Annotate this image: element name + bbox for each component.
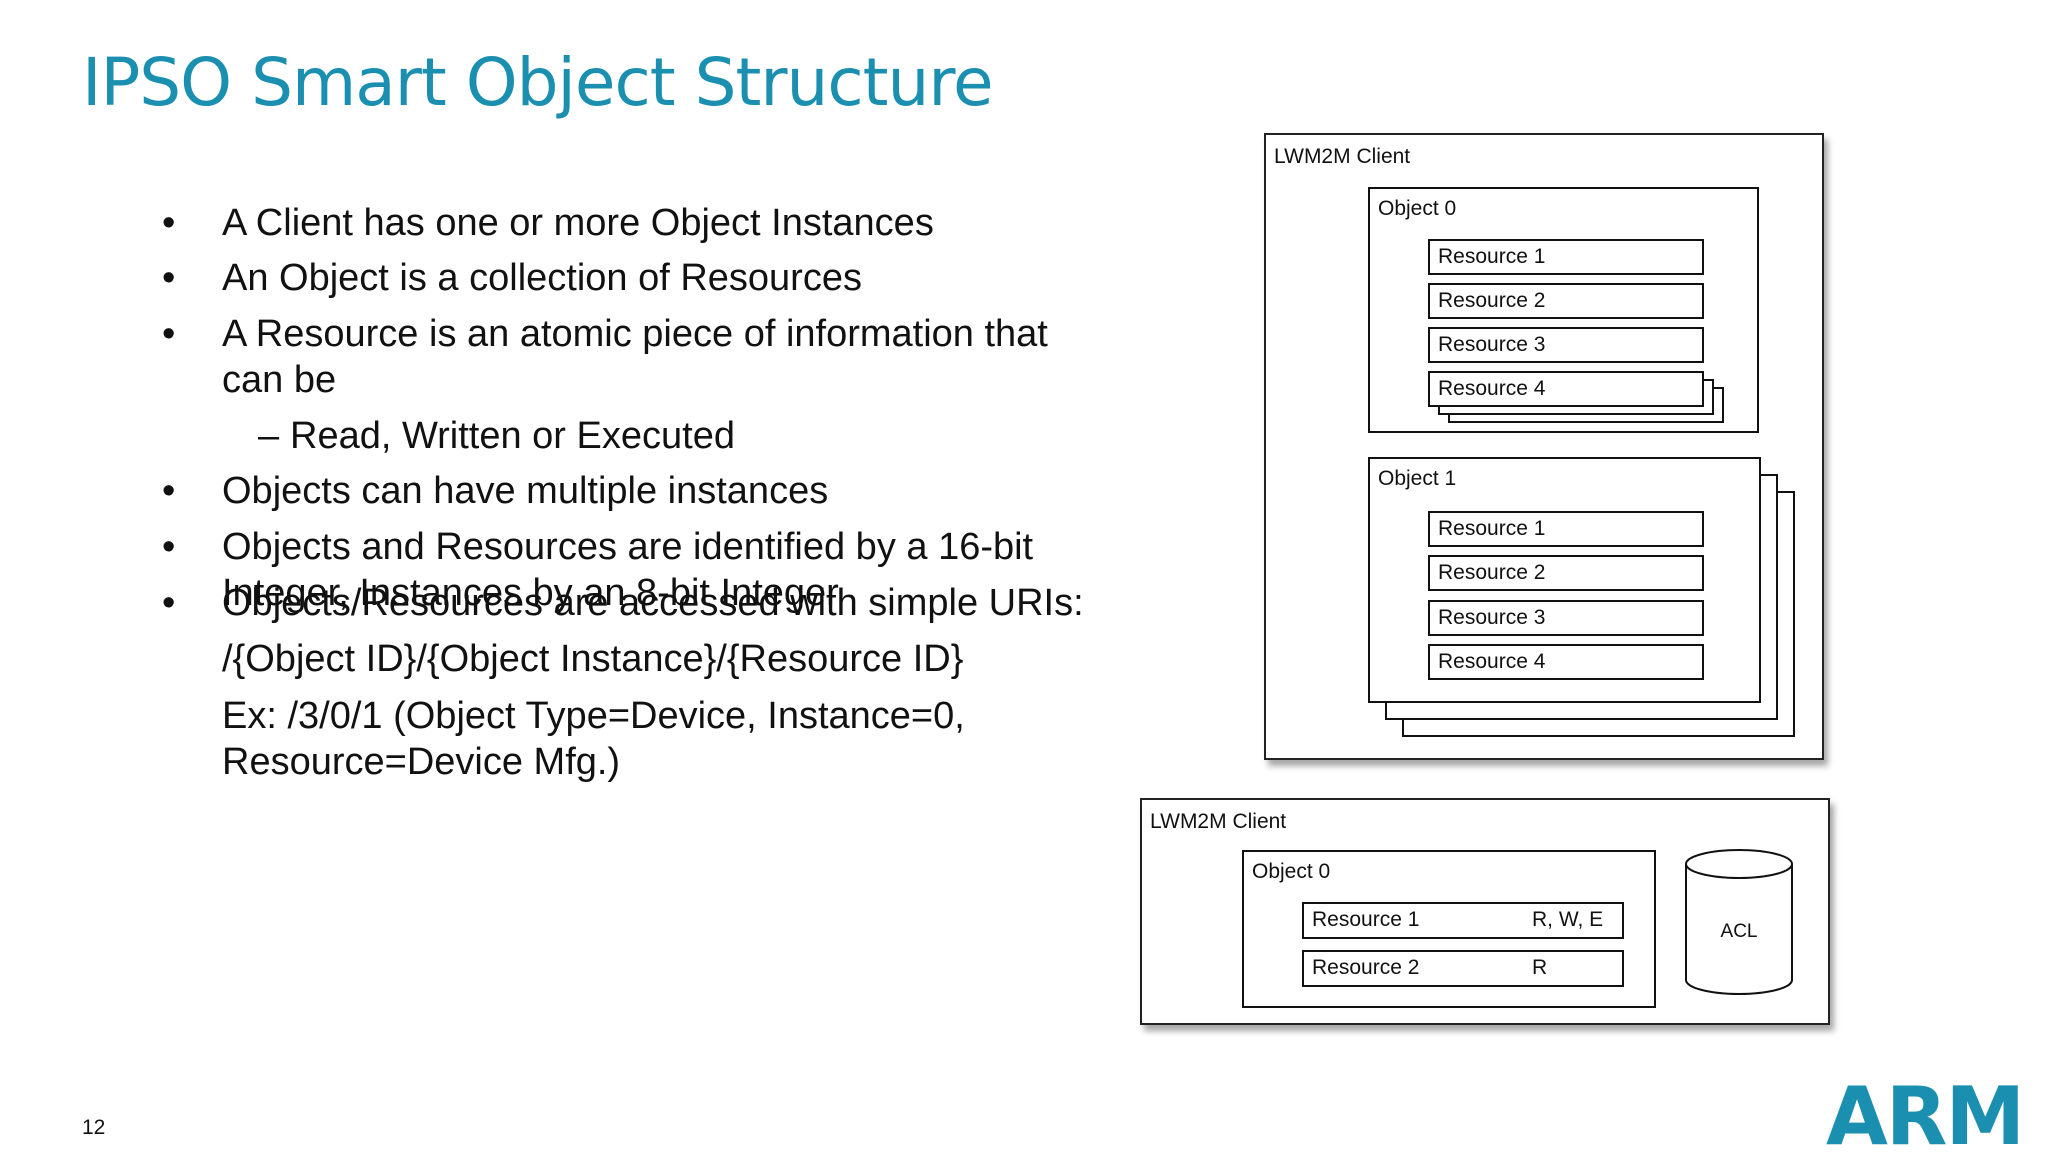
bullet-text: A Resource is an atomic piece of informa…	[222, 313, 1048, 401]
object-0-box: Object 0 Resource 1 Resource 2 Resource …	[1368, 187, 1759, 433]
object-label: Object 1	[1378, 467, 1457, 490]
resource-name: Resource 2	[1312, 956, 1420, 979]
bullet-text: Objects/Resources are accessed with simp…	[222, 582, 1084, 624]
resource-box: Resource 2	[1428, 283, 1704, 319]
object-label: Object 0	[1378, 197, 1457, 220]
resource-box: Resource 4	[1428, 371, 1704, 407]
bullet-dot: •	[162, 582, 176, 624]
lwm2m-client-acl-diagram: LWM2M Client Object 0 Resource 1 R, W, E…	[1140, 798, 1830, 1025]
sub-bullet-text: Read, Written or Executed	[290, 415, 735, 457]
uri-template-text: /{Object ID}/{Object Instance}/{Resource…	[222, 638, 964, 680]
resource-box: Resource 2	[1428, 555, 1704, 591]
resource-row: Resource 1 R, W, E	[1302, 902, 1624, 939]
bullet-dot: •	[162, 470, 176, 512]
lwm2m-client-diagram: LWM2M Client Object 0 Resource 1 Resourc…	[1264, 133, 1824, 760]
acl-cylinder-icon: ACL	[1685, 849, 1793, 995]
bullet-text: A Client has one or more Object Instance…	[222, 202, 934, 244]
bullet-dot: •	[162, 526, 176, 568]
resource-box: Resource 4	[1428, 644, 1704, 680]
page-number: 12	[82, 1116, 106, 1139]
dash-marker: –	[258, 415, 280, 457]
bullet-text: Objects can have multiple instances	[222, 470, 829, 512]
object-label: Object 0	[1252, 860, 1331, 883]
resource-box: Resource 3	[1428, 327, 1704, 363]
uri-example-text: Ex: /3/0/1 (Object Type=Device, Instance…	[222, 695, 965, 783]
object-1-box: Object 1 Resource 1 Resource 2 Resource …	[1368, 457, 1761, 703]
bullet-text: Objects and Resources are identified by …	[222, 526, 1034, 614]
resource-box: Resource 3	[1428, 600, 1704, 636]
resource-name: Resource 1	[1312, 908, 1420, 931]
resource-box: Resource 1	[1428, 511, 1704, 547]
acl-label: ACL	[1721, 921, 1758, 942]
slide-title: IPSO Smart Object Structure	[82, 44, 994, 121]
resource-permissions: R, W, E	[1532, 908, 1604, 931]
object-0-box: Object 0 Resource 1 R, W, E Resource 2 R	[1242, 850, 1656, 1008]
bullet-text: An Object is a collection of Resources	[222, 257, 862, 299]
arm-logo: ARM	[1826, 1070, 2025, 1163]
client-label: LWM2M Client	[1150, 810, 1287, 833]
bullet-dot: •	[162, 313, 176, 355]
bullet-dot: •	[162, 202, 176, 244]
bullet-dot: •	[162, 257, 176, 299]
resource-permissions: R	[1532, 956, 1548, 979]
resource-box: Resource 1	[1428, 239, 1704, 275]
resource-row: Resource 2 R	[1302, 950, 1624, 987]
client-label: LWM2M Client	[1274, 145, 1411, 168]
